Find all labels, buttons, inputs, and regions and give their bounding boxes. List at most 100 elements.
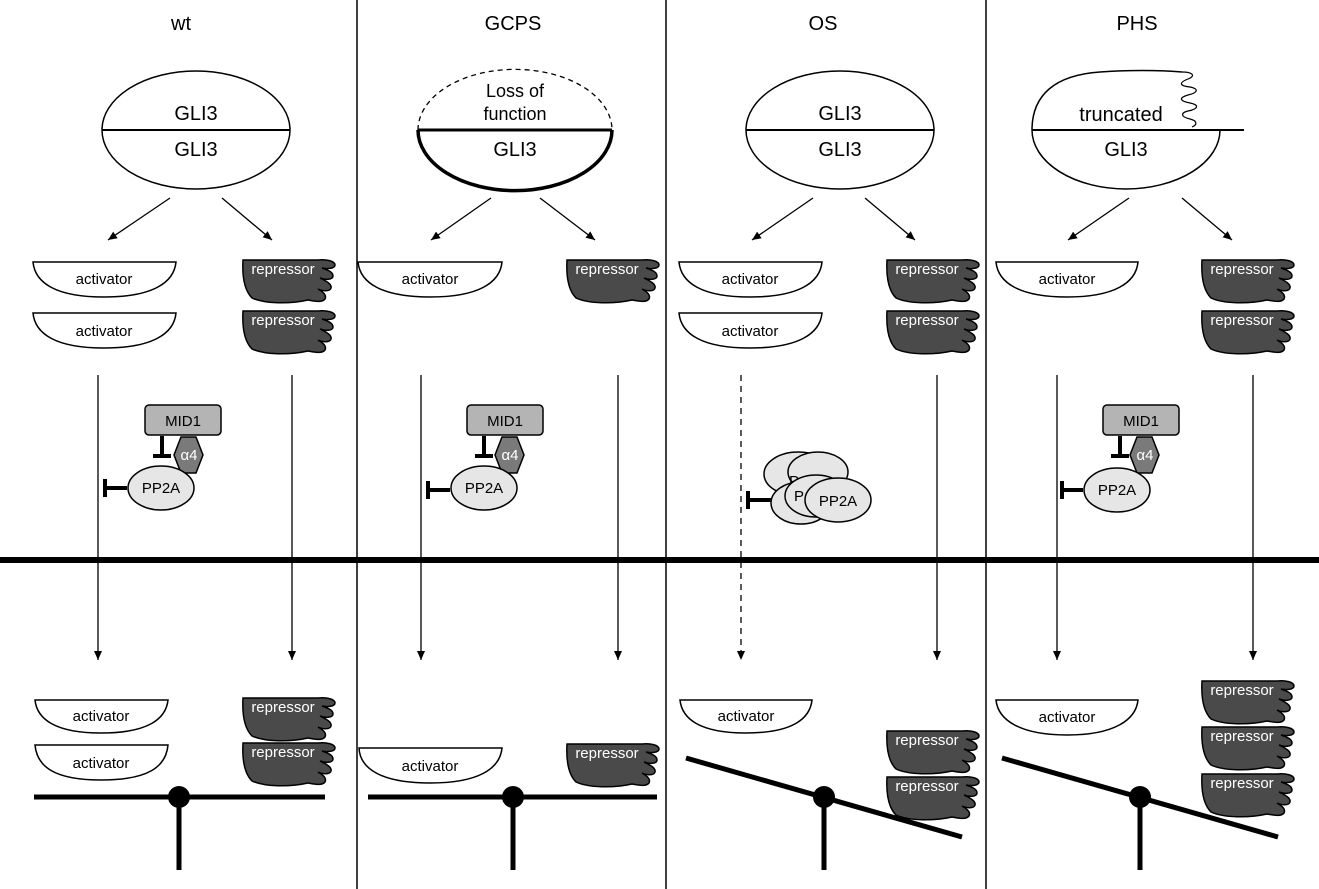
svg-text:repressor: repressor [251,261,314,278]
svg-text:repressor: repressor [895,261,958,278]
gli3-top-label-line2: function [483,104,546,124]
panel-wt: wt GLI3 GLI3 activator activator repress… [32,13,336,870]
mid1-label: MID1 [165,413,201,430]
repressor: repressor [1201,258,1295,304]
activator: activator [357,261,503,298]
gli3-allele-pair: Loss of function GLI3 [416,68,614,193]
pp2a-label: PP2A [1098,482,1136,499]
balance-scale [34,786,325,870]
svg-text:repressor: repressor [575,745,638,762]
gli3-bottom-label: GLI3 [174,139,217,161]
activator: activator [32,261,177,298]
repressor: repressor [1201,309,1295,355]
svg-text:activator: activator [1039,271,1096,288]
svg-text:repressor: repressor [1210,775,1273,792]
gli3-allele-pair: GLI3 GLI3 [745,70,935,190]
repressor: repressor [566,258,660,304]
panel-gcps: GCPS Loss of function GLI3 activator rep… [357,13,660,870]
alpha4-hexagon [173,436,204,474]
gli3-allele-pair: GLI3 GLI3 [101,70,291,190]
pp2a-ellipse [450,465,518,511]
svg-text:repressor: repressor [895,732,958,749]
panel-title: GCPS [485,13,542,35]
svg-text:repressor: repressor [1210,261,1273,278]
repressor: repressor [1201,772,1295,818]
repressor: repressor [242,696,336,742]
gli3-bottom-label: GLI3 [493,139,536,161]
alpha4-hexagon [1129,436,1160,474]
mid1-box [466,404,544,436]
svg-text:activator: activator [1039,709,1096,726]
pp2a-cluster-label: P [794,488,804,505]
svg-text:activator: activator [73,755,130,772]
repressor: repressor [886,775,980,821]
repressor: repressor [886,729,980,775]
gli3-top-label: GLI3 [818,103,861,125]
pp2a-label: PP2A [465,480,503,497]
pp2a-cluster-label: PP2A [819,493,857,510]
repressor: repressor [1201,679,1295,725]
repressor: repressor [242,258,336,304]
alpha4-hexagon [494,436,525,474]
mid1-label: MID1 [1123,413,1159,430]
repressor: repressor [1201,725,1295,771]
pp2a-cluster: P P PP2A [746,451,872,525]
repressor: repressor [886,258,980,304]
gli3-bottom-label: GLI3 [818,139,861,161]
alpha4-label: α4 [1136,447,1153,464]
panel-phs: PHS truncated GLI3 activator repressor r… [995,13,1295,870]
svg-text:activator: activator [76,271,133,288]
svg-text:repressor: repressor [895,778,958,795]
activator: activator [995,699,1139,736]
pp2a-label: PP2A [142,480,180,497]
activator: activator [678,261,823,298]
mid1-alpha4-pp2a-complex: MID1 α4 PP2A [1060,404,1180,513]
activator: activator [32,312,177,349]
svg-text:repressor: repressor [251,312,314,329]
svg-text:repressor: repressor [895,312,958,329]
panel-title: wt [170,13,191,35]
repressor: repressor [566,742,660,788]
alpha4-label: α4 [180,447,197,464]
pp2a-ellipse [127,465,195,511]
svg-text:repressor: repressor [251,744,314,761]
alpha4-label: α4 [501,447,518,464]
mid1-box [1102,404,1180,436]
pp2a-ellipse [1083,467,1151,513]
activator: activator [358,747,503,784]
activator: activator [678,312,823,349]
balance-scale [685,755,963,870]
balance-scale [368,786,657,870]
svg-text:repressor: repressor [1210,312,1273,329]
svg-text:activator: activator [718,708,775,725]
repressor: repressor [242,309,336,355]
svg-text:activator: activator [73,708,130,725]
mid1-label: MID1 [487,413,523,430]
mid1-box [144,404,222,436]
panel-title: OS [809,13,838,35]
repressor: repressor [886,309,980,355]
gli3-bottom-label: GLI3 [1104,139,1147,161]
activator: activator [34,699,169,734]
activator: activator [34,744,169,781]
svg-text:activator: activator [722,271,779,288]
svg-text:repressor: repressor [575,261,638,278]
svg-text:repressor: repressor [1210,682,1273,699]
activator: activator [995,261,1139,298]
svg-text:repressor: repressor [1210,728,1273,745]
svg-text:activator: activator [402,758,459,775]
balance-scale [1001,755,1279,870]
panel-title: PHS [1116,13,1157,35]
gli3-allele-pair: truncated GLI3 [1031,69,1244,190]
gli3-top-label-line1: Loss of [486,81,545,101]
svg-text:activator: activator [722,323,779,340]
svg-text:activator: activator [402,271,459,288]
gli3-top-label: GLI3 [174,103,217,125]
mid1-alpha4-pp2a-complex: MID1 α4 PP2A [103,404,222,511]
gli3-top-label: truncated [1079,104,1162,126]
mid1-alpha4-pp2a-complex: MID1 α4 PP2A [426,404,544,511]
panel-os: OS GLI3 GLI3 activator activator repress… [678,13,980,870]
activator: activator [679,699,813,734]
svg-text:repressor: repressor [251,699,314,716]
